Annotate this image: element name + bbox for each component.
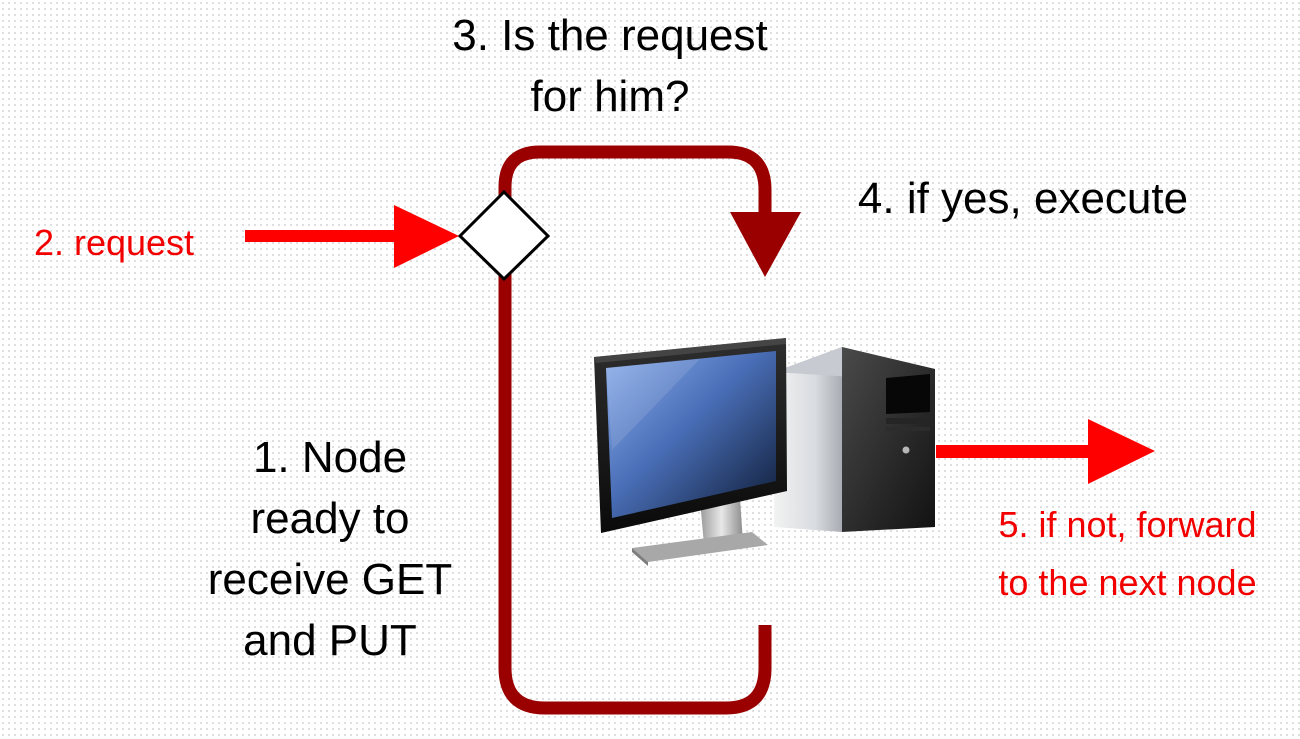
execute-arrowhead xyxy=(730,212,801,277)
node-loop-top-path xyxy=(498,145,772,215)
forward-arrowhead xyxy=(1088,419,1155,484)
step3-label: 3. Is the request for him? xyxy=(400,5,820,127)
request-arrowhead xyxy=(394,205,459,268)
step5-line: 5. if not, forward xyxy=(998,504,1257,545)
step1-line: 1. Node xyxy=(252,433,408,482)
step1-line: and PUT xyxy=(243,616,417,665)
node-loop-path xyxy=(498,272,772,715)
step3-line: for him? xyxy=(530,72,690,121)
decision-diamond xyxy=(457,189,551,282)
step3-line: 3. Is the request xyxy=(452,11,768,60)
step5-line: to the next node xyxy=(998,562,1257,603)
step1-label: 1. Node ready to receive GET and PUT xyxy=(175,427,485,671)
request-arrow-shaft xyxy=(245,230,407,242)
step1-line: receive GET xyxy=(207,555,453,604)
step1-line: ready to xyxy=(250,494,410,543)
step2-label: 2. request xyxy=(33,222,195,263)
forward-arrow-shaft xyxy=(936,445,1099,458)
step4-label: 4. if yes, execute xyxy=(857,174,1189,223)
step5-label: 5. if not, forward to the next node xyxy=(955,496,1300,612)
desktop-computer-icon xyxy=(594,338,935,566)
